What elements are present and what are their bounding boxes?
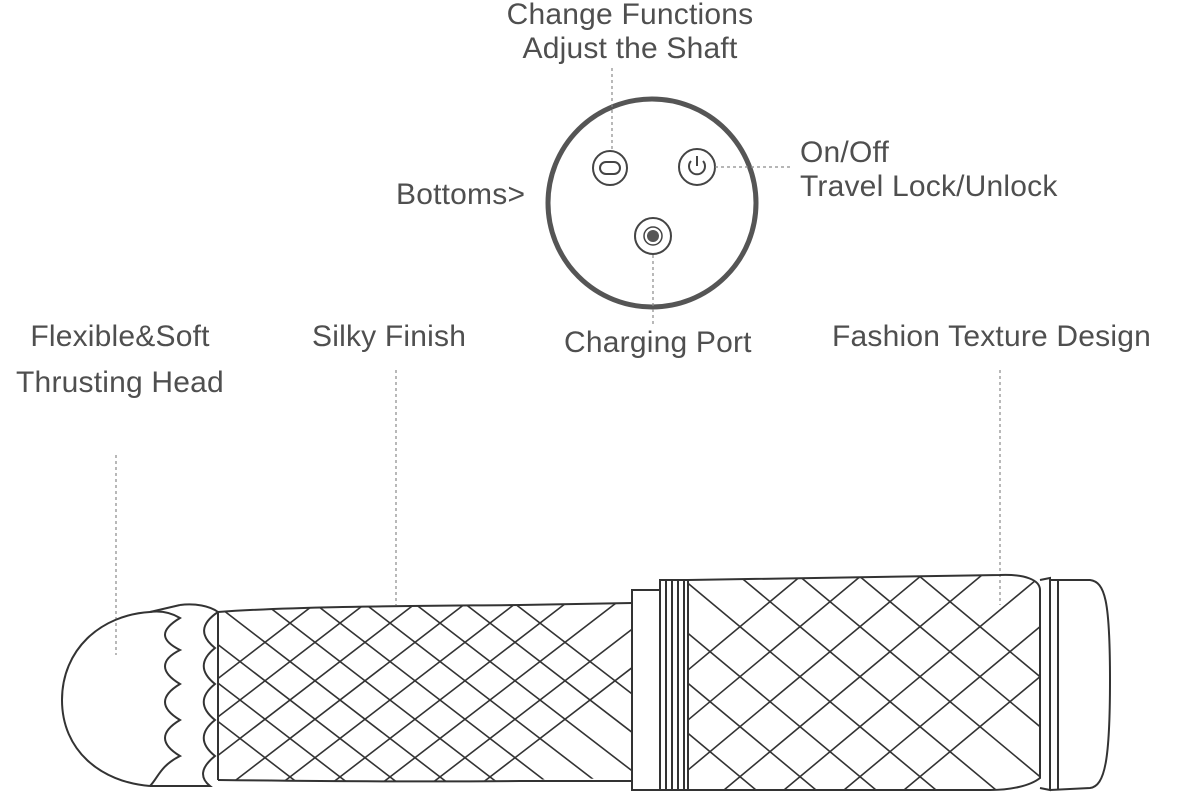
- leader-lines: [115, 68, 1001, 655]
- base-cap: [1039, 576, 1112, 792]
- shaft-outline: [217, 602, 633, 783]
- mode-button-icon[interactable]: [592, 150, 628, 186]
- label-flexible-soft: Flexible&Soft: [30, 320, 210, 353]
- handle-outline: [687, 573, 1041, 791]
- control-panel: [545, 96, 759, 310]
- label-travel-lock: Travel Lock/Unlock: [800, 170, 1058, 203]
- shaft-lattice: [218, 603, 632, 782]
- label-change-functions: Change Functions: [506, 0, 754, 31]
- product-illustration: [60, 573, 1112, 792]
- control-panel-circle: [545, 96, 759, 310]
- head-ridge-left: [149, 610, 183, 787]
- label-charging-port: Charging Port: [564, 326, 752, 359]
- label-on-off: On/Off: [800, 136, 890, 169]
- label-thrusting-head: Thrusting Head: [16, 366, 224, 399]
- head-ridge-right: [150, 603, 220, 787]
- charging-port-icon: [634, 217, 672, 255]
- power-button-icon[interactable]: [678, 148, 716, 186]
- handle-lattice: [688, 574, 1040, 790]
- label-fashion-texture: Fashion Texture Design: [832, 320, 1152, 353]
- thrusting-head: [60, 611, 151, 787]
- label-silky-finish: Silky Finish: [312, 320, 467, 353]
- collar-ring: [631, 579, 689, 791]
- label-bottoms: Bottoms>: [396, 178, 526, 211]
- label-adjust-shaft: Adjust the Shaft: [522, 32, 738, 65]
